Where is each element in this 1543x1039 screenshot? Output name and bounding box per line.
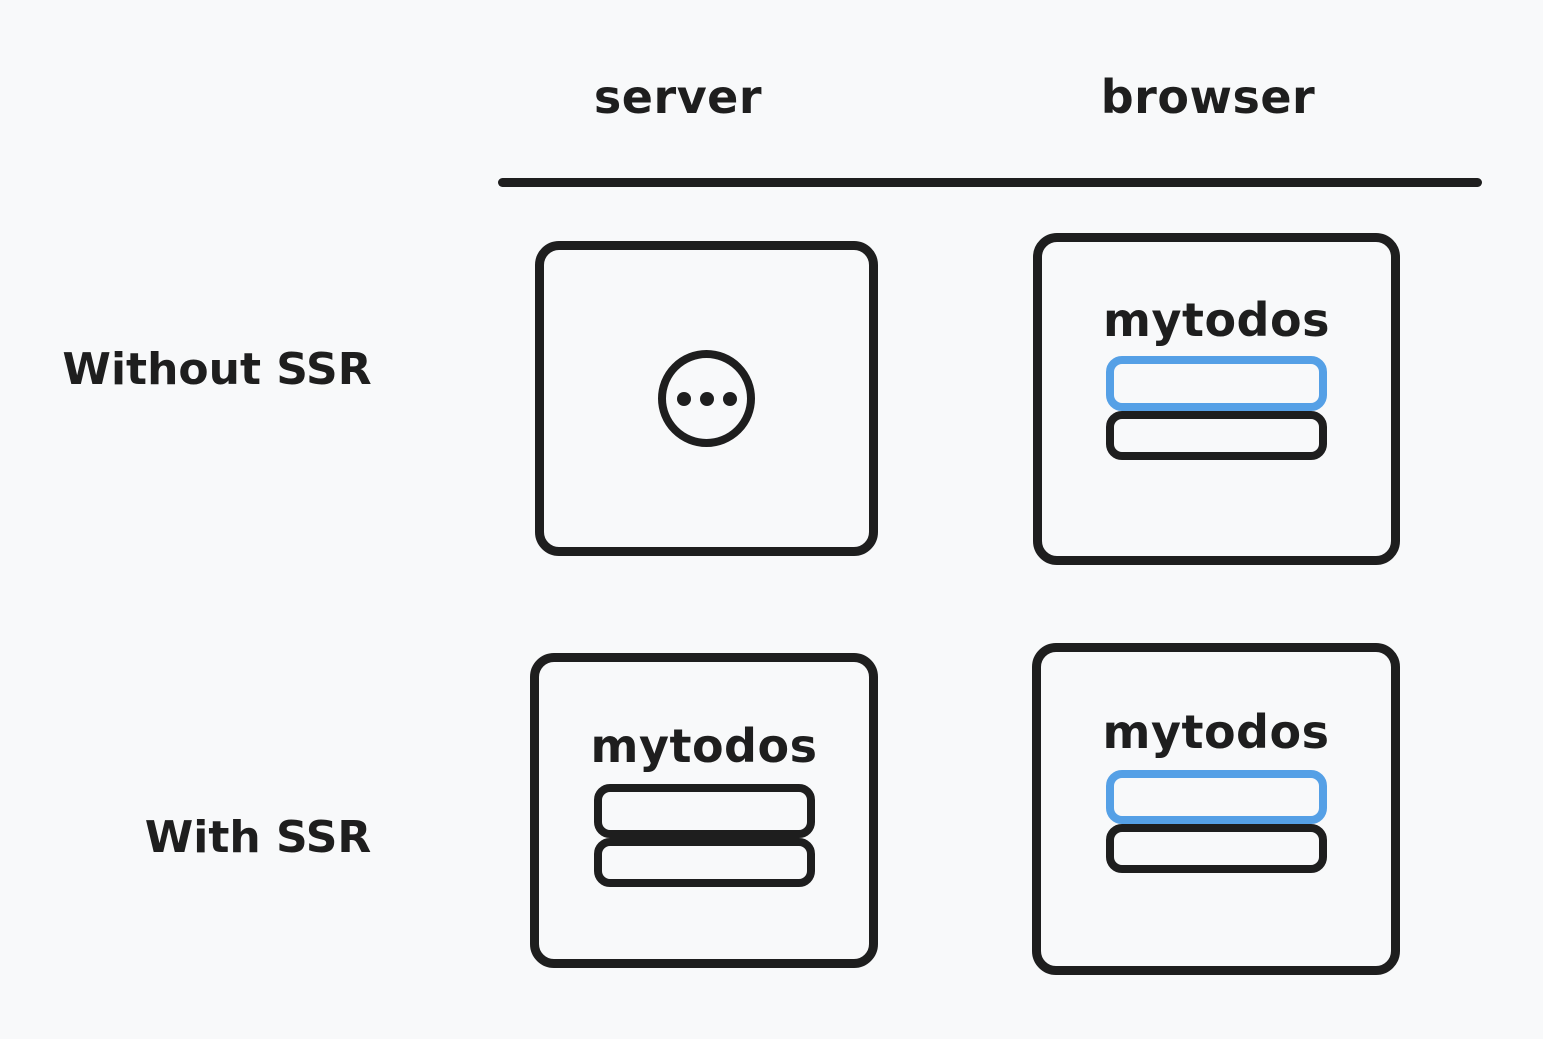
column-header-browser: browser [1100, 70, 1316, 124]
row-label-without-ssr: Without SSR [62, 344, 372, 395]
app-title: mytodos [1102, 705, 1330, 759]
ellipsis-dot [699, 391, 714, 406]
column-header-server: server [593, 70, 763, 124]
browser-box-with-ssr: mytodos [1032, 643, 1400, 975]
todo-item-bar [593, 837, 815, 887]
app-title: mytodos [1103, 293, 1330, 347]
ellipsis-dot [676, 391, 691, 406]
server-box-with-ssr: mytodos [530, 653, 878, 968]
header-divider-line [498, 178, 1482, 187]
row-label-with-ssr: With SSR [144, 812, 372, 863]
ellipsis-dot [722, 391, 737, 406]
ellipsis-loading-icon [658, 350, 755, 447]
browser-box-without-ssr: mytodos [1033, 233, 1400, 565]
app-title: mytodos [590, 719, 818, 773]
todo-item-bar [1106, 410, 1327, 460]
todo-item-bar [1105, 823, 1327, 873]
todo-item-bar [593, 783, 815, 838]
todo-item-bar-highlighted [1105, 769, 1327, 824]
todo-item-bar-highlighted [1106, 355, 1327, 411]
server-box-without-ssr [535, 241, 878, 556]
